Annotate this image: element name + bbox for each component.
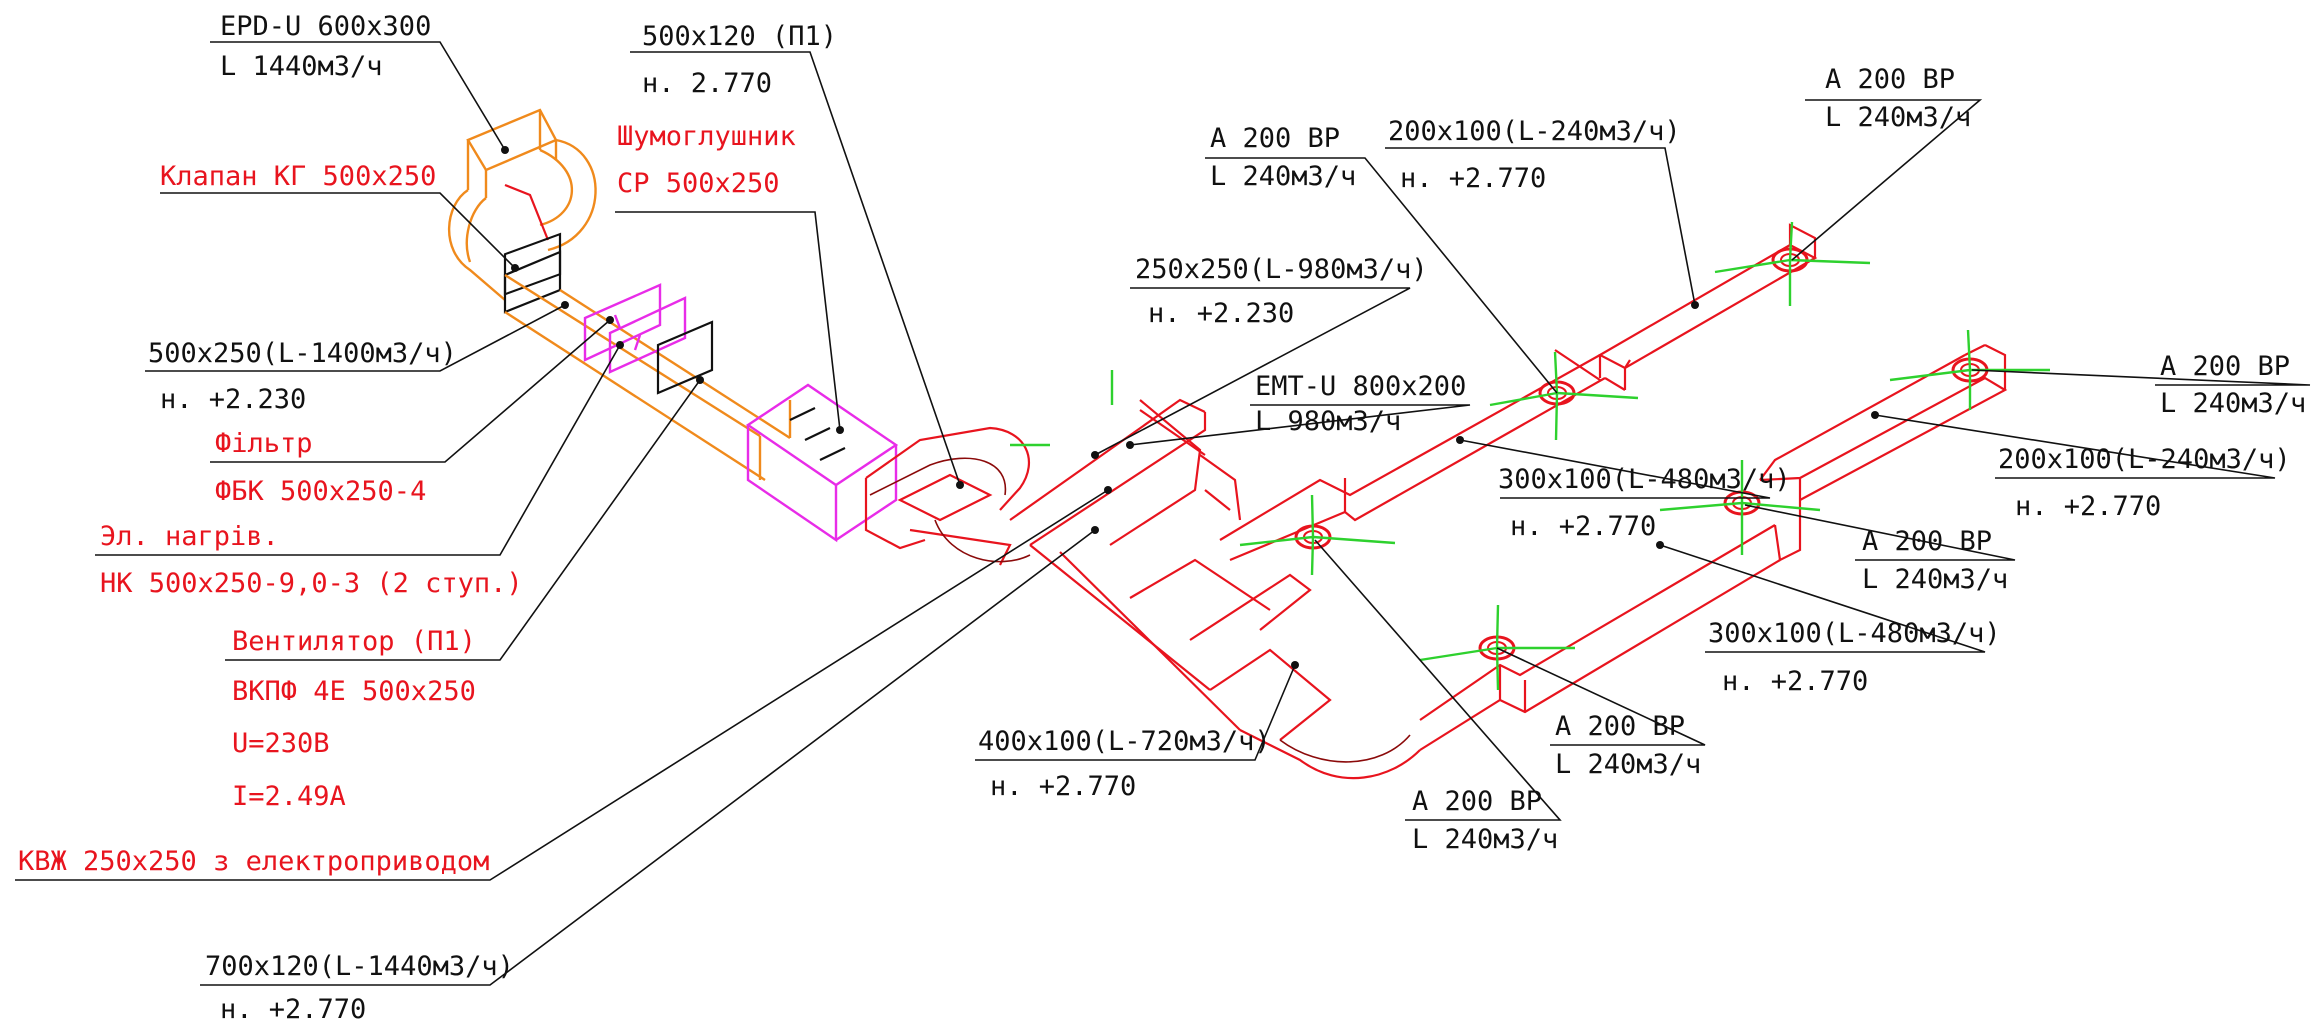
duct-network (447, 108, 2050, 780)
label-diffuser-a5-flow: L 240м3/ч (1555, 749, 1701, 780)
branch-upper (1219, 223, 1818, 562)
label-heater-title: Эл. нагрів. (100, 521, 279, 552)
diffusers (1294, 247, 1989, 661)
label-fan-current: I=2.49А (232, 781, 346, 812)
label-duct-200x100-b: 200x100(L-240м3/ч) (1998, 444, 2291, 475)
airflow-arrows (1010, 221, 2050, 691)
label-diffuser-a2-flow: L 240м3/ч (1825, 102, 1971, 133)
label-diffuser-a4-flow: L 240м3/ч (1862, 564, 2008, 595)
label-duct-300x100-a: 300x100(L-480м3/ч) (1498, 464, 1791, 495)
label-duct-500x120-level: н. 2.770 (642, 68, 772, 99)
label-fan-voltage: U=230В (232, 728, 330, 759)
label-duct-500x120: 500x120 (П1) (642, 21, 837, 52)
intake-elbow-epd-u (447, 108, 597, 314)
label-emt-u-title: EMT-U 800x200 (1255, 371, 1466, 402)
label-silencer-title: Шумоглушник (617, 121, 796, 152)
heater-filter-blocks (583, 283, 714, 395)
label-duct-300x100-a-level: н. +2.770 (1510, 511, 1656, 542)
label-duct-400x100: 400x100(L-720м3/ч) (978, 726, 1271, 757)
label-duct-500x250-level: н. +2.230 (160, 384, 306, 415)
branch-lower (1419, 344, 2008, 751)
label-heater-model: НК 500x250-9,0-3 (2 ступ.) (100, 568, 523, 599)
label-duct-250x250: 250x250(L-980м3/ч) (1135, 254, 1428, 285)
label-diffuser-a2-title: А 200 ВР (1825, 64, 1955, 95)
label-silencer-model: СР 500x250 (617, 168, 780, 199)
label-diffuser-a1-flow: L 240м3/ч (1210, 161, 1356, 192)
label-diffuser-a4-title: А 200 ВР (1862, 526, 1992, 557)
label-diffuser-a3-title: А 200 ВР (2160, 351, 2290, 382)
label-epd-u-flow: L 1440м3/ч (220, 51, 383, 82)
label-fan-title: Вентилятор (П1) (232, 626, 476, 657)
label-epd-u-title: EPD-U 600x300 (220, 11, 431, 42)
main-duct-700x120 (1009, 398, 1421, 780)
label-diffuser-a1-title: А 200 ВР (1210, 123, 1340, 154)
label-duct-200x100-a: 200x100(L-240м3/ч) (1388, 116, 1681, 147)
label-duct-200x100-a-level: н. +2.770 (1400, 163, 1546, 194)
label-diffuser-a3-flow: L 240м3/ч (2160, 388, 2306, 419)
label-duct-300x100-b: 300x100(L-480м3/ч) (1708, 618, 2001, 649)
leader-lines (15, 41, 2311, 986)
label-duct-400x100-level: н. +2.770 (990, 771, 1136, 802)
label-emt-u-flow: L 980м3/ч (1255, 406, 1401, 437)
label-filter-model: ФБК 500x250-4 (215, 476, 426, 507)
label-duct-250x250-level: н. +2.230 (1148, 298, 1294, 329)
label-diffuser-a5-title: А 200 ВР (1555, 711, 1685, 742)
label-filter-title: Фільтр (215, 428, 313, 459)
labels: EPD-U 600x300 L 1440м3/ч Клапан КГ 500x2… (18, 11, 2306, 1025)
label-damper-kvzh: КВЖ 250x250 з електроприводом (18, 846, 489, 877)
label-diffuser-a6-title: А 200 ВР (1412, 786, 1542, 817)
intake-duct-500x250 (504, 273, 792, 482)
label-diffuser-a6-flow: L 240м3/ч (1412, 824, 1558, 855)
label-duct-200x100-b-level: н. +2.770 (2015, 491, 2161, 522)
label-duct-700x120: 700x120(L-1440м3/ч) (205, 951, 514, 982)
silencer-cp-500x250 (745, 383, 899, 543)
label-valve-kg: Клапан КГ 500x250 (160, 161, 436, 192)
label-duct-300x100-b-level: н. +2.770 (1722, 666, 1868, 697)
label-duct-700x120-level: н. +2.770 (220, 994, 366, 1025)
label-duct-500x250: 500x250(L-1400м3/ч) (148, 338, 457, 369)
label-fan-model: ВКПФ 4Е 500x250 (232, 676, 476, 707)
